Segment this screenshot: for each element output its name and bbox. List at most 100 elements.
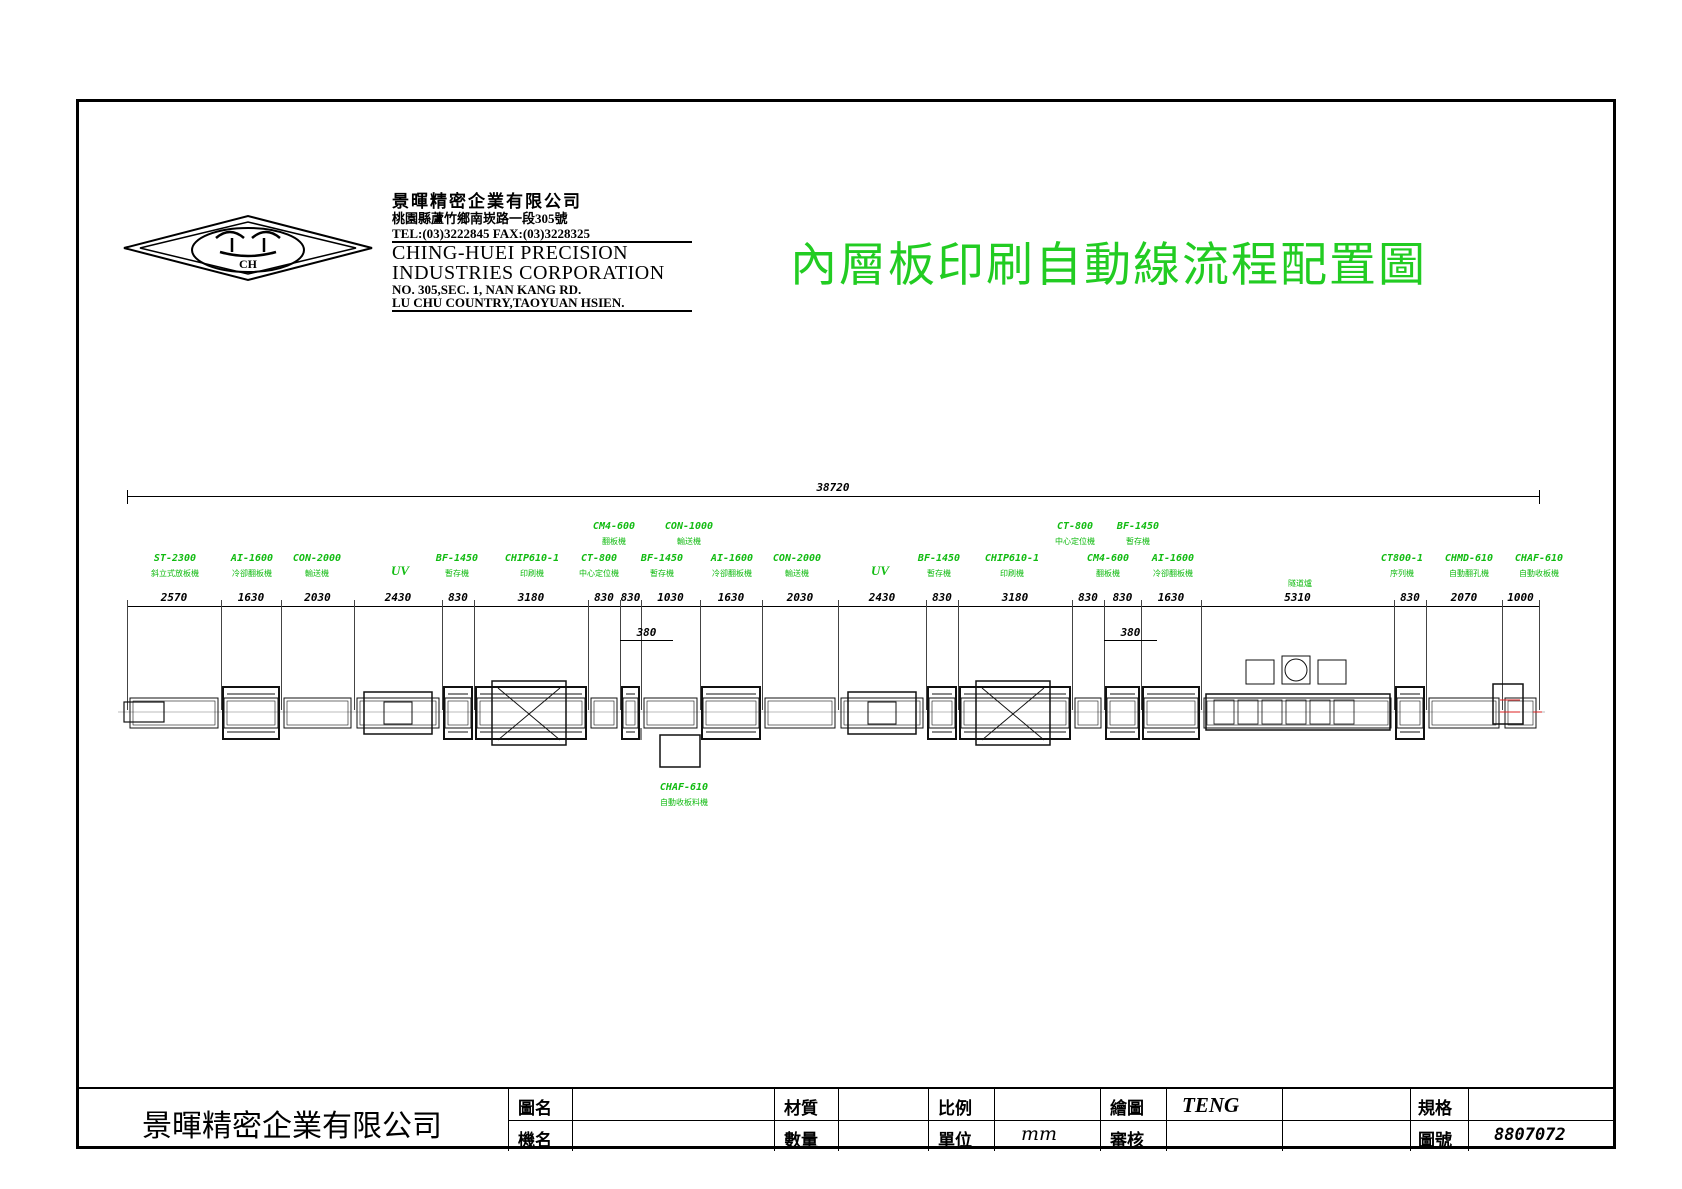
machine-body-inner (132, 700, 216, 726)
machine-name-label: 機名 (518, 1131, 552, 1150)
machine-body (1203, 697, 1392, 729)
machine-body-inner (1146, 700, 1196, 726)
segment-length-label: 2570 (160, 591, 188, 604)
segment-tick (354, 600, 355, 710)
sub-dimension-line (620, 640, 673, 641)
segment-tick (1394, 600, 1395, 710)
segment-tick (1426, 600, 1427, 710)
quantity-label: 數量 (784, 1131, 818, 1150)
machine-body (444, 697, 472, 729)
equipment-code-label: CHAF-610 (659, 782, 709, 793)
segment-length-label: 1630 (717, 591, 745, 604)
equipment-name-label: 自動收板料機 (660, 798, 708, 807)
segment-length-label: 830 (1400, 591, 1420, 604)
oven-control-box (1245, 659, 1275, 685)
oven-chamber (1237, 699, 1259, 725)
machine-frame (475, 686, 587, 740)
spec-label: 規格 (1418, 1099, 1452, 1118)
segment-length-label: 3180 (1001, 591, 1029, 604)
total-length-label: 38720 (816, 481, 850, 494)
machine-body (840, 697, 924, 729)
company-address-en-1: NO. 305,SEC. 1, NAN KANG RD. (392, 282, 582, 297)
machine-body-inner (1431, 700, 1497, 726)
equipment-name-label: 暫存機 (1126, 537, 1150, 546)
equipment-name-label: 印刷機 (520, 569, 544, 578)
machine-frame (959, 686, 1071, 740)
machine-body-inner (593, 700, 615, 726)
machine-body-inner (447, 700, 469, 726)
title-block-midline (508, 1120, 1616, 1121)
equipment-code-label: BF-1450 (435, 553, 479, 564)
title-block-divider (1100, 1089, 1101, 1151)
segment-length-label: 2430 (868, 591, 896, 604)
machine-body (476, 697, 586, 729)
oven-chamber (1333, 699, 1355, 725)
segment-tick (838, 600, 839, 710)
company-name-zh: 景暉精密企業有限公司 (392, 192, 582, 211)
machine-body-inner (1507, 700, 1534, 726)
company-name-en-2: INDUSTRIES CORPORATION (392, 262, 665, 284)
title-block-divider (508, 1089, 509, 1151)
equipment-name-label: 翻板機 (602, 537, 626, 546)
company-address-zh: 桃園縣蘆竹鄉南崁路一段305號 (392, 211, 568, 226)
uv-lamp (867, 701, 897, 725)
machine-body (1074, 697, 1102, 729)
title-block-divider (994, 1089, 995, 1151)
segment-tick (700, 600, 701, 710)
uv-unit (363, 691, 433, 735)
segment-tick (641, 600, 642, 710)
machine-body-inner (625, 700, 636, 726)
segment-tick (1104, 600, 1105, 710)
company-address-en-2: LU CHU COUNTRY,TAOYUAN HSIEN. (392, 296, 692, 312)
machine-body-inner (767, 700, 833, 726)
segment-tick (474, 600, 475, 710)
title-block-divider (1410, 1089, 1411, 1151)
logo-ch-text: CH (239, 257, 258, 271)
segment-length-label: 2070 (1450, 591, 1478, 604)
machine-body-inner (479, 700, 583, 726)
segment-tick (620, 600, 621, 710)
sub-dimension-line (1104, 640, 1157, 641)
machine-body-inner (226, 700, 276, 726)
equipment-name-label: 中心定位機 (579, 569, 619, 578)
machine-body (1428, 697, 1500, 729)
equipment-code-label: UV (390, 563, 410, 578)
company-name-en-1: CHING-HUEI PRECISION (392, 242, 629, 264)
end-unloader (1492, 683, 1524, 725)
segment-tick (221, 600, 222, 710)
segment-tick (127, 600, 128, 710)
segment-length-label: 2030 (304, 591, 331, 604)
equipment-code-label: AI-1600 (710, 553, 754, 564)
equipment-name-label: 暫存機 (445, 569, 469, 578)
machine-body (1396, 697, 1424, 729)
equipment-code-label: CM4-600 (592, 521, 636, 532)
machine-body-inner (843, 700, 921, 726)
oven-control-box (1317, 659, 1347, 685)
title-block-company: 景暉精密企業有限公司 (142, 1109, 442, 1144)
title-block-divider (572, 1089, 573, 1151)
segment-length-label: 830 (1112, 591, 1133, 604)
segment-length-label: 830 (594, 591, 614, 604)
number-value: 8807072 (1494, 1125, 1566, 1145)
equipment-name-label: 暫存機 (650, 569, 674, 578)
title-block-divider (928, 1089, 929, 1151)
machine-body (643, 697, 698, 729)
segment-tick (762, 600, 763, 710)
equipment-name-label: 輸送機 (677, 537, 701, 546)
equipment-code-label: CON-2000 (292, 553, 342, 564)
equipment-code-label: CM4-600 (1086, 553, 1130, 564)
oven-chamber (1309, 699, 1331, 725)
company-logo: CH (123, 214, 373, 282)
sub-dimension-label: 380 (636, 626, 657, 639)
equipment-code-label: CHMD-610 (1444, 553, 1494, 564)
printer-unit (491, 680, 567, 746)
title-block-divider (1282, 1089, 1283, 1151)
segment-length-label: 2430 (384, 591, 412, 604)
machine-body (702, 697, 760, 729)
machine-body (129, 697, 219, 729)
equipment-name-label: 冷卻翻板機 (1153, 569, 1193, 578)
oven-chamber (1285, 699, 1307, 725)
machine-body (622, 697, 639, 729)
sub-dimension-label: 380 (1120, 626, 1141, 639)
oven-chamber (1261, 699, 1283, 725)
